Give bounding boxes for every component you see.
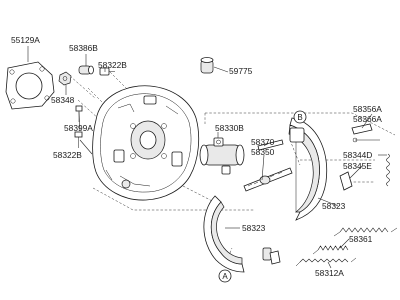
label-58330B: 58330B xyxy=(215,123,244,133)
label-58350: 58350 xyxy=(251,147,275,157)
label-58348: 58348 xyxy=(51,95,75,105)
nut-58348 xyxy=(58,71,72,86)
label-58386B: 58386B xyxy=(69,43,98,53)
label-58356A: 58356A xyxy=(353,104,382,114)
bolt-58322B-bottom xyxy=(74,131,83,148)
retainer-clips xyxy=(262,123,380,265)
spring-58312A xyxy=(295,257,357,267)
spring-58323-upper xyxy=(333,227,398,237)
label-58361: 58361 xyxy=(349,234,373,244)
backing-plate xyxy=(92,85,200,201)
spring-58344D xyxy=(386,153,390,187)
callout-b: B xyxy=(293,110,307,124)
wheel-cylinder xyxy=(199,137,245,175)
label-58323-left: 58323 xyxy=(242,223,266,233)
callout-b-text: B xyxy=(297,113,302,122)
leader-lines xyxy=(27,46,387,269)
label-58345E: 58345E xyxy=(343,161,372,171)
label-58344D: 58344D xyxy=(343,150,372,160)
plug-59775 xyxy=(200,57,214,74)
part-labels: 55129A 58386B 58322B 59775 58348 58399A … xyxy=(11,35,382,278)
label-58312A: 58312A xyxy=(315,268,344,278)
lever xyxy=(257,139,284,151)
callout-a: A xyxy=(218,269,232,283)
label-58399A: 58399A xyxy=(64,123,93,133)
adjuster xyxy=(243,167,293,192)
label-58323-right: 58323 xyxy=(322,201,346,211)
label-58370: 58370 xyxy=(251,137,275,147)
brake-shoe-right xyxy=(288,117,328,221)
bolt-58322B-top xyxy=(99,67,115,76)
brake-shoe-left xyxy=(203,195,245,273)
plug-58386B xyxy=(78,65,94,75)
label-55129A: 55129A xyxy=(11,35,40,45)
gasket-part xyxy=(5,61,55,110)
label-58322B-top: 58322B xyxy=(98,60,127,70)
label-58366A: 58366A xyxy=(353,114,382,124)
label-58322B-bottom: 58322B xyxy=(53,150,82,160)
spring-58361 xyxy=(312,245,349,255)
label-59775: 59775 xyxy=(229,66,253,76)
callout-a-text: A xyxy=(222,272,228,281)
